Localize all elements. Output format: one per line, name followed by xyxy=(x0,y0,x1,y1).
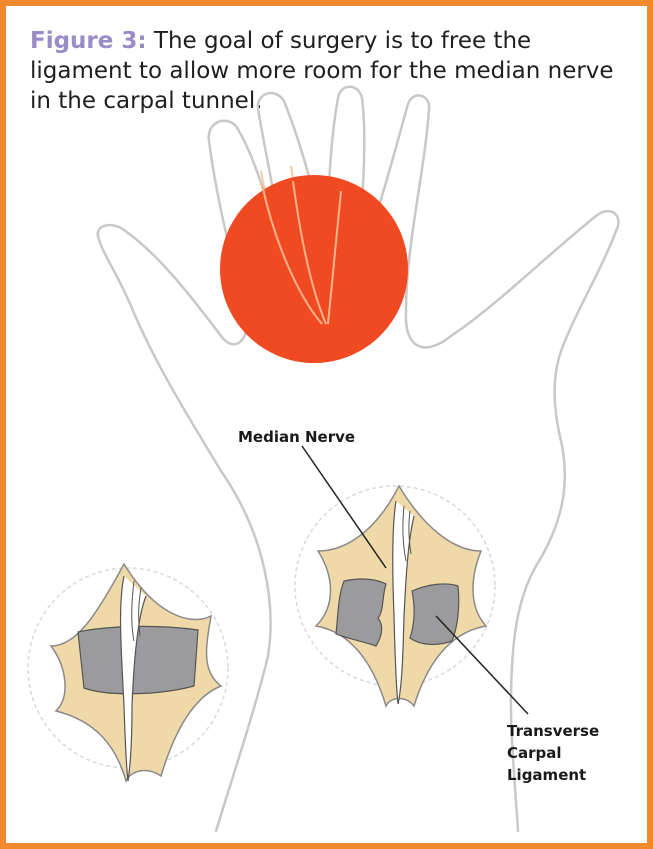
hand-diagram: Median Nerve Transverse Carpal Ligament xyxy=(6,6,647,843)
ligament-label-line1: Transverse xyxy=(507,722,599,740)
cross-section-before xyxy=(28,564,228,781)
incision-marker xyxy=(220,175,408,363)
median-nerve-label: Median Nerve xyxy=(238,428,355,446)
ligament-label-line3: Ligament xyxy=(507,766,586,784)
ligament-label-line2: Carpal xyxy=(507,744,562,762)
cross-section-after xyxy=(295,486,495,706)
